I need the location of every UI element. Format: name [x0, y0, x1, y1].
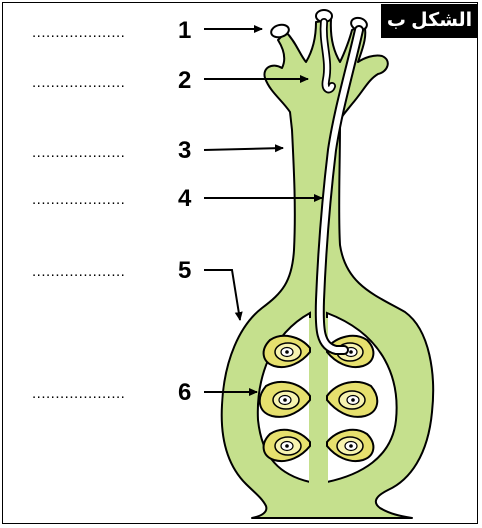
pointer-arrow-3: [204, 148, 283, 150]
pointer-arrow-5: [204, 270, 240, 320]
label-number-4: 4: [178, 185, 192, 212]
answer-line-3[interactable]: ....................: [32, 144, 125, 161]
answer-line-1[interactable]: ....................: [32, 24, 125, 41]
answer-line-5[interactable]: ....................: [32, 263, 125, 280]
label-number-1: 1: [178, 17, 191, 44]
answer-line-6[interactable]: ....................: [32, 385, 125, 402]
answer-line-2[interactable]: ....................: [32, 74, 125, 91]
label-number-5: 5: [178, 257, 191, 284]
label-number-2: 2: [178, 67, 191, 94]
label-number-3: 3: [178, 137, 191, 164]
label-number-6: 6: [178, 379, 191, 406]
answer-line-4[interactable]: ....................: [32, 191, 125, 208]
